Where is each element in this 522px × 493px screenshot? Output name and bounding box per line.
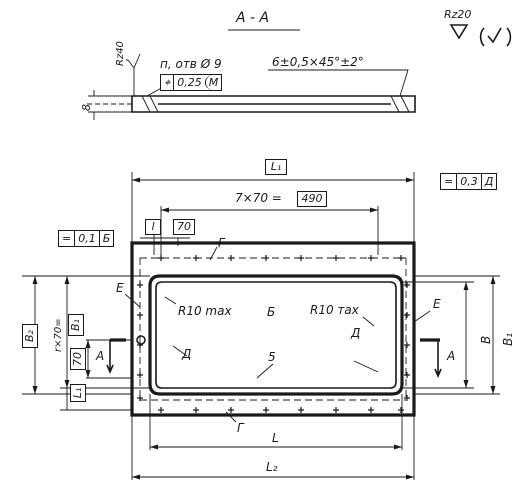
position-symbol: ⌖ bbox=[164, 76, 171, 89]
label-G-top: Г bbox=[218, 236, 225, 250]
dim-L2-label: L₂ bbox=[266, 460, 278, 474]
inner-opening-outer bbox=[148, 274, 404, 396]
label-D-left: Д bbox=[182, 347, 192, 361]
label-B-datum: Б bbox=[267, 305, 276, 319]
dim-L1-label: L₁ bbox=[265, 159, 287, 175]
hole-center-lines bbox=[139, 257, 407, 401]
plate-outline bbox=[130, 241, 416, 417]
holes-note: п, отв Ø 9 bbox=[160, 57, 222, 71]
thickness-dimension-lines bbox=[88, 90, 132, 120]
dim-B1-left-label: B₁ bbox=[68, 314, 84, 336]
spacing-label: 7×70 = bbox=[235, 191, 282, 205]
plan-leaders bbox=[124, 246, 431, 423]
symmetry-top-frame: = 0,3 Д bbox=[440, 173, 498, 190]
label-D-right: Д bbox=[351, 326, 361, 340]
symmetry-left-symbol: = bbox=[62, 232, 72, 245]
position-tolerance-frame: ⌖ 0,25 M bbox=[160, 74, 223, 91]
label-A-right: A bbox=[447, 349, 456, 363]
pitch-label: 70 bbox=[173, 219, 195, 235]
general-roughness-symbol bbox=[449, 24, 469, 40]
symmetry-top-symbol: = bbox=[444, 175, 454, 188]
dim-l-lines bbox=[140, 234, 190, 255]
dim-l1-label: L₁ bbox=[70, 384, 86, 402]
dim-B1-right-lines bbox=[414, 275, 500, 395]
general-roughness-value: Rz20 bbox=[444, 8, 472, 21]
thickness-value: 8 bbox=[80, 104, 93, 111]
dim-l-label: l bbox=[145, 219, 161, 235]
local-roughness-value: Rz40 bbox=[115, 41, 126, 66]
label-R-max: R10 max bbox=[178, 304, 232, 318]
position-value: 0,25 bbox=[173, 75, 205, 90]
dim-L-label: L bbox=[272, 431, 279, 445]
symmetry-top-datum: Д bbox=[480, 174, 497, 189]
dim-l1-lines bbox=[60, 388, 132, 411]
section-hatching bbox=[141, 95, 410, 113]
dim-vert-pitch-lines bbox=[86, 339, 132, 379]
dim-L1-lines bbox=[131, 172, 415, 243]
dim-L-lines bbox=[149, 394, 403, 450]
label-A-left: A bbox=[96, 349, 105, 363]
vert-pitch-label: 70 bbox=[70, 348, 86, 370]
symmetry-left-value: 0,1 bbox=[74, 231, 99, 246]
vertical-chain-label: r×70= bbox=[53, 318, 64, 352]
symmetry-left-frame: = 0,1 Б bbox=[58, 230, 115, 247]
dim-B2-label: B₂ bbox=[22, 324, 38, 348]
dim-B-label: B bbox=[479, 335, 493, 344]
position-modifier: M bbox=[204, 75, 222, 90]
label-G-bottom: Г bbox=[237, 421, 244, 435]
hole-marks bbox=[137, 255, 410, 413]
roughness-check-symbol bbox=[479, 27, 512, 47]
inner-opening-chamfer bbox=[155, 281, 397, 389]
label-E-right: E bbox=[433, 297, 441, 311]
dim-B1-right-label: B₁ bbox=[501, 332, 515, 346]
section-cut-arrows bbox=[106, 340, 442, 379]
symmetry-left-datum: Б bbox=[98, 231, 114, 246]
dimension-arrowheads bbox=[32, 177, 496, 480]
dim-490-lines bbox=[160, 206, 379, 255]
dim-B-lines bbox=[402, 281, 474, 389]
plan-leaders-inner bbox=[172, 316, 379, 379]
section-title: А - А bbox=[236, 10, 270, 26]
label-E-left: Е bbox=[116, 281, 124, 295]
dim-L2-lines bbox=[131, 415, 415, 480]
chamfer-note: 6±0,5×45°±2° bbox=[272, 55, 364, 69]
datum-hole bbox=[136, 335, 146, 345]
local-roughness-symbol bbox=[126, 53, 141, 96]
symmetry-top-value: 0,3 bbox=[456, 174, 481, 189]
spacing-total: 490 bbox=[297, 191, 327, 207]
section-profile bbox=[131, 95, 416, 113]
label-R-2x: R10 тах bbox=[310, 303, 359, 317]
label-five: 5 bbox=[268, 350, 276, 364]
